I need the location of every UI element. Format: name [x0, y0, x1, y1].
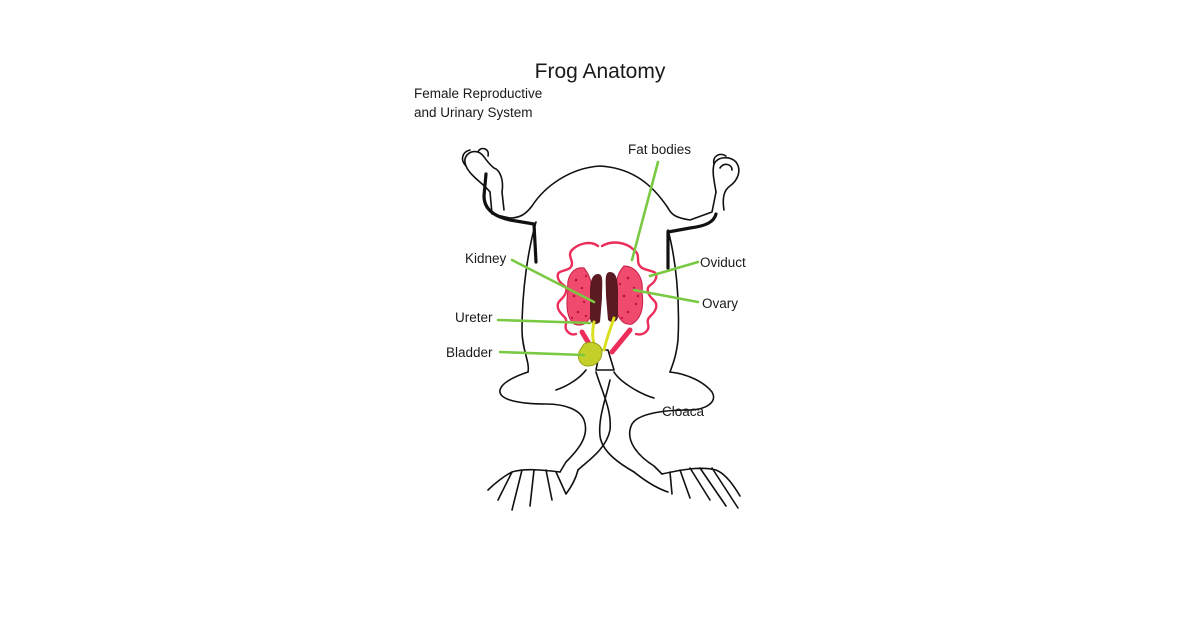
ovary-left	[566, 267, 593, 326]
frog-torso-left-outline	[521, 221, 537, 373]
frog-left-hand-outline	[461, 147, 490, 167]
ureter-right	[602, 316, 616, 352]
label-bladder: Bladder	[446, 345, 493, 360]
frog-head-outline	[489, 165, 717, 221]
oviduct-lower-right	[609, 327, 633, 355]
label-fat-bodies: Fat bodies	[628, 142, 691, 157]
frog-right-arm-outline	[712, 156, 740, 211]
kidneys	[590, 272, 618, 325]
diagram-title: Frog Anatomy	[535, 60, 666, 83]
frog-outline	[461, 147, 741, 511]
diagram-subtitle-line-2: and Urinary System	[414, 105, 533, 120]
frog-left-leg-outline	[499, 369, 612, 473]
frog-right-hand-outline	[712, 153, 733, 171]
ovary-speckles	[570, 274, 640, 320]
leader-ureter	[496, 318, 592, 325]
bladder-shape	[577, 341, 603, 367]
leader-fat-bodies	[630, 160, 660, 262]
kidney-right	[605, 272, 618, 323]
frog-right-arm-shadow	[666, 212, 718, 270]
kidney-left	[590, 274, 603, 325]
leader-kidney	[510, 258, 596, 304]
frog-left-arm-shadow	[482, 172, 538, 264]
leader-lines	[496, 160, 700, 357]
label-cloaca: Cloaca	[662, 404, 705, 419]
frog-left-foot-outline	[487, 468, 579, 511]
frog-right-foot-outline	[633, 467, 741, 509]
label-oviduct: Oviduct	[700, 255, 746, 270]
ovaries	[566, 265, 644, 326]
frog-right-leg-outline	[598, 371, 715, 475]
leader-ovary	[632, 288, 700, 304]
leader-bladder	[498, 350, 586, 357]
leader-oviduct	[648, 260, 700, 278]
diagram-subtitle-line-1: Female Reproductive	[414, 86, 542, 101]
frog-torso-right-outline	[667, 229, 680, 373]
label-kidney: Kidney	[465, 251, 507, 266]
label-ovary: Ovary	[702, 296, 738, 311]
label-ureter: Ureter	[455, 310, 493, 325]
